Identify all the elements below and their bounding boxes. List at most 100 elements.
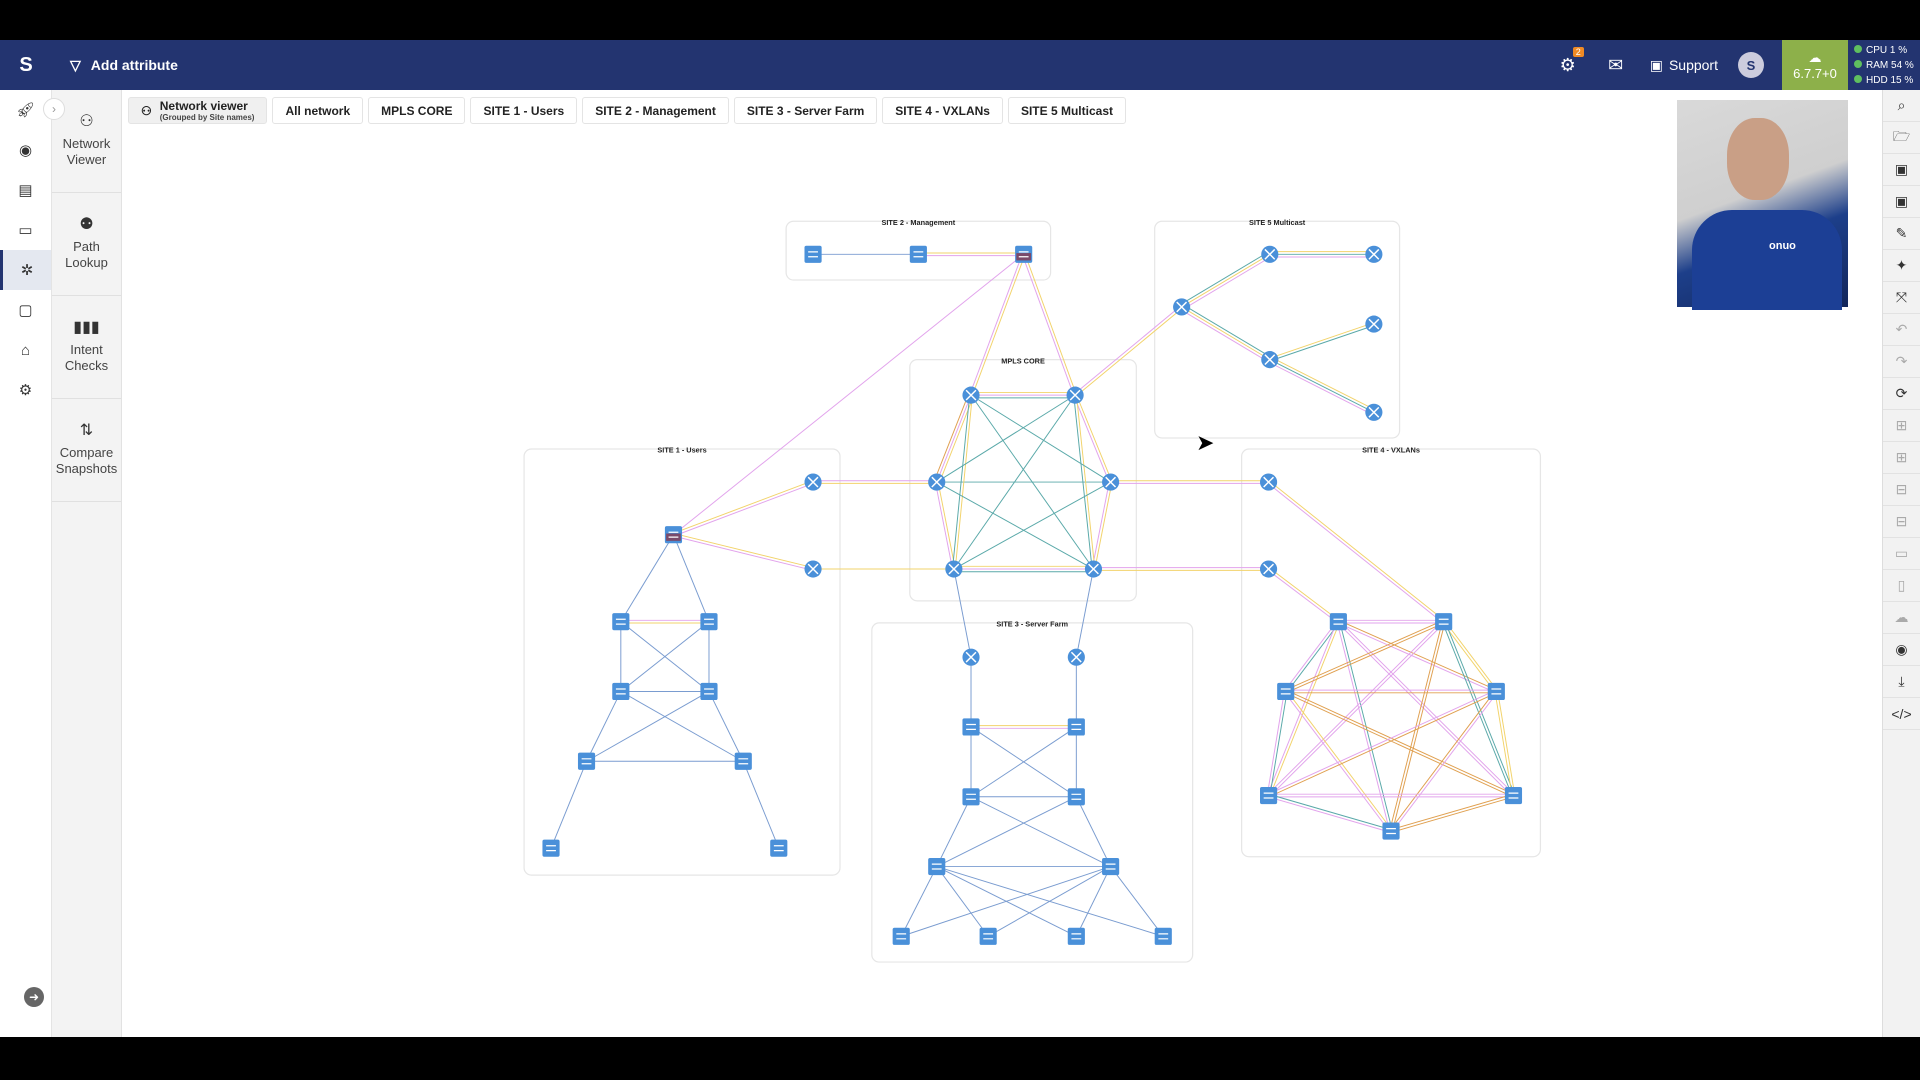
link-m4-m5[interactable] <box>1269 322 1374 359</box>
router-node[interactable] <box>1102 473 1120 491</box>
link-m4-m5[interactable] <box>1270 324 1375 362</box>
link-v3-v7[interactable] <box>1269 621 1341 797</box>
router-node[interactable] <box>1084 560 1103 578</box>
link-v3-v8[interactable] <box>1338 620 1515 795</box>
layout-left-icon[interactable]: ⊟ <box>1883 474 1920 506</box>
rocket-icon[interactable]: 🚀︎ <box>15 102 36 119</box>
site-group-multicast[interactable] <box>1154 220 1401 439</box>
link-v7-v9[interactable] <box>1268 796 1391 833</box>
tab-site2[interactable]: SITE 2 - Management <box>582 97 729 124</box>
link-v1-v4[interactable] <box>1267 482 1444 624</box>
tab-mpls-core[interactable]: MPLS CORE <box>368 97 466 124</box>
tool-intent-checks[interactable]: ▮▮▮Intent Checks <box>52 296 121 399</box>
link-c1-c6[interactable] <box>970 394 1094 570</box>
switch-node[interactable] <box>962 788 980 806</box>
pin-icon[interactable]: ✦ <box>1883 250 1920 282</box>
link-c1-c5[interactable] <box>954 395 973 570</box>
link-v4-v9[interactable] <box>1389 621 1443 831</box>
router-node[interactable] <box>1365 315 1383 333</box>
link-f6-f8[interactable] <box>1075 796 1112 867</box>
link-m1-m2[interactable] <box>1180 251 1269 306</box>
link-m4-m6[interactable] <box>1268 361 1373 416</box>
switch-node[interactable] <box>1067 927 1085 945</box>
user-avatar[interactable]: S <box>1738 52 1764 78</box>
link-c2-c6[interactable] <box>1075 394 1096 569</box>
link-ufw-u1[interactable] <box>672 480 813 534</box>
router-node[interactable] <box>804 560 822 578</box>
switch-node[interactable] <box>1260 786 1278 805</box>
router-node[interactable] <box>804 473 822 491</box>
link-v5-v9[interactable] <box>1286 690 1393 831</box>
link-v6-v7[interactable] <box>1268 692 1498 798</box>
link-v4-v6[interactable] <box>1442 622 1496 693</box>
site-group-users[interactable] <box>523 448 841 876</box>
link-f7-f9[interactable] <box>900 866 938 937</box>
layout-column-icon[interactable]: ▯ <box>1883 570 1920 602</box>
link-c2-c4[interactable] <box>1073 395 1110 483</box>
monitor-icon[interactable]: ▢ <box>18 302 33 319</box>
link-v3-v6[interactable] <box>1338 619 1498 691</box>
site-group-vxlan[interactable] <box>1241 448 1542 858</box>
folder-open-icon[interactable]: 🗁︎ <box>1883 122 1920 154</box>
link-v6-v9[interactable] <box>1391 691 1498 833</box>
link-v4-v5[interactable] <box>1284 619 1444 691</box>
undo-icon[interactable]: ↶ <box>1883 314 1920 346</box>
fit-view-icon[interactable]: ⤧ <box>1883 282 1920 314</box>
link-m4-m6[interactable] <box>1269 359 1375 413</box>
link-f8-f12[interactable] <box>1110 866 1164 937</box>
site-group-mgmt[interactable] <box>785 220 1052 281</box>
switch-node[interactable] <box>1102 857 1120 876</box>
redo-icon[interactable]: ↷ <box>1883 346 1920 378</box>
link-v3-v7[interactable] <box>1266 620 1338 796</box>
switch-node[interactable] <box>1067 718 1085 736</box>
search-icon[interactable]: ⌕ <box>1883 90 1920 122</box>
link-c2-c3[interactable] <box>936 394 1076 483</box>
link-c1-c3[interactable] <box>936 394 972 483</box>
firewall-node[interactable] <box>664 526 683 544</box>
switch-node[interactable] <box>1277 682 1295 701</box>
link-v4-v7[interactable] <box>1269 622 1445 797</box>
logout-icon[interactable]: ➜ <box>24 987 44 1007</box>
save-icon[interactable]: ▣ <box>1883 186 1920 218</box>
link-c5-f1[interactable] <box>953 568 972 658</box>
link-v4-v7[interactable] <box>1267 620 1444 795</box>
version-update-button[interactable]: ☁6.7.7+0 <box>1782 40 1848 90</box>
switch-node[interactable] <box>1329 613 1347 631</box>
switch-node[interactable] <box>962 718 980 736</box>
switch-node[interactable] <box>542 839 560 857</box>
link-v4-v9[interactable] <box>1391 621 1446 832</box>
link-v3-v8[interactable] <box>1337 622 1513 797</box>
archive-icon[interactable]: ▭ <box>18 222 33 239</box>
tab-site1[interactable]: SITE 1 - Users <box>470 97 578 124</box>
download-icon[interactable]: ⤓ <box>1883 666 1920 698</box>
link-v5-v7[interactable] <box>1269 691 1288 796</box>
link-v5-v8[interactable] <box>1284 692 1514 798</box>
link-u8-u10[interactable] <box>742 761 780 849</box>
link-f8-f11[interactable] <box>1075 866 1112 937</box>
switch-node[interactable] <box>1154 927 1172 945</box>
link-v6-v7[interactable] <box>1267 689 1496 795</box>
link-s2c-c1[interactable] <box>969 253 1023 395</box>
link-v6-v8[interactable] <box>1494 691 1513 796</box>
code-icon[interactable]: </> <box>1883 698 1920 730</box>
app-logo[interactable]: S <box>19 53 33 76</box>
link-c2-c5[interactable] <box>953 394 1076 570</box>
link-v3-v5[interactable] <box>1286 622 1340 693</box>
document-icon[interactable]: ▤ <box>18 182 33 199</box>
link-ufw-u4[interactable] <box>673 534 710 622</box>
link-v3-v9[interactable] <box>1339 621 1393 831</box>
switch-node[interactable] <box>1382 822 1400 840</box>
link-v8-v9[interactable] <box>1390 793 1514 831</box>
link-v6-v8[interactable] <box>1497 691 1516 796</box>
link-v5-v9[interactable] <box>1284 691 1391 833</box>
link-s2c-c2[interactable] <box>1021 254 1075 396</box>
link-c3-c5[interactable] <box>934 482 954 570</box>
link-c1-c3[interactable] <box>933 393 969 482</box>
expand-chevron-icon[interactable]: › <box>43 98 65 120</box>
layout-row-icon[interactable]: ▭ <box>1883 538 1920 570</box>
link-v6-v9[interactable] <box>1389 690 1496 831</box>
link-v7-v9[interactable] <box>1268 793 1392 831</box>
support-button[interactable]: ▣Support <box>1650 57 1718 74</box>
router-node[interactable] <box>1261 245 1279 263</box>
